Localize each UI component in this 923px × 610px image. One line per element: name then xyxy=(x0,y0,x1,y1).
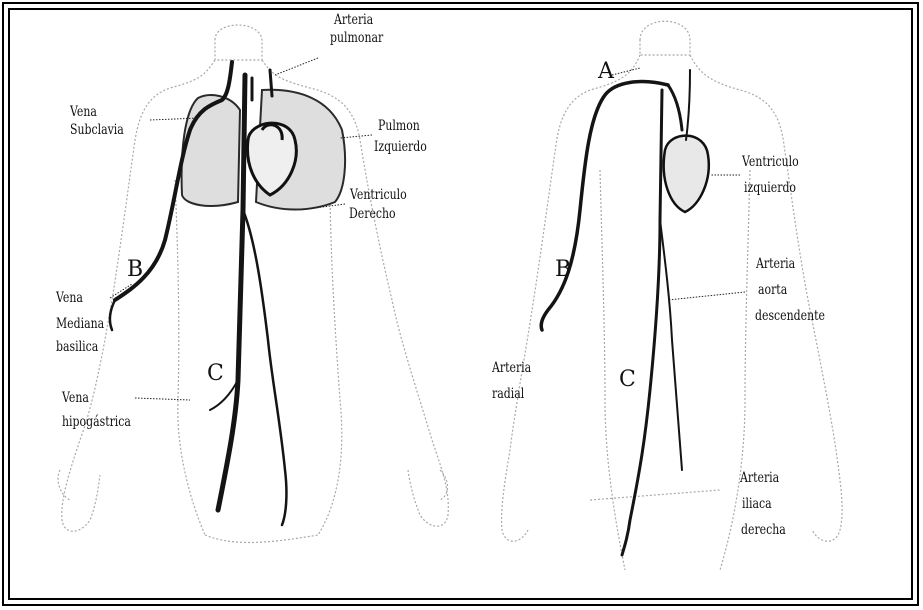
label-ventriculo-izquierdo-line2: izquierdo xyxy=(744,180,796,197)
label-ventriculo-izquierdo-line1: Ventriculo xyxy=(742,154,799,171)
label-pulmon-izquierdo-line2: Izquierdo xyxy=(374,139,427,156)
left-body-outline xyxy=(58,25,448,543)
label-vena-subclavia-line1: Vena xyxy=(70,104,97,121)
letter-b-right: B xyxy=(555,258,571,282)
right-body-outline xyxy=(502,21,843,570)
label-vena-mediana-line2: Mediana xyxy=(56,316,104,333)
label-arteria-aorta-line2: aorta xyxy=(758,282,787,299)
label-vena-mediana-line3: basilica xyxy=(56,339,98,356)
label-arteria-aorta-line1: Arteria xyxy=(756,256,795,273)
letter-a-right: A xyxy=(598,60,614,84)
label-arteria-pulmonar-line2: pulmonar xyxy=(330,30,383,47)
label-arteria-iliaca-line3: derecha xyxy=(741,522,786,539)
letter-c-left: C xyxy=(207,362,224,386)
label-vena-mediana-line1: Vena xyxy=(56,290,83,307)
label-pulmon-izquierdo-line1: Pulmon xyxy=(378,118,420,135)
label-arteria-radial-line2: radial xyxy=(492,386,524,403)
label-vena-subclavia-line2: Subclavia xyxy=(70,122,124,139)
label-ventriculo-derecho-line1: Ventriculo xyxy=(350,187,407,204)
label-ventriculo-derecho-line2: Derecho xyxy=(349,206,396,223)
label-vena-hipogastrica-line1: Vena xyxy=(62,390,89,407)
label-arteria-pulmonar-line1: Arteria xyxy=(334,12,373,29)
label-arteria-iliaca-line2: iliaca xyxy=(742,496,772,513)
letter-c-right: C xyxy=(619,368,636,392)
left-ventricle-heart xyxy=(664,136,709,212)
label-vena-hipogastrica-line2: hipogástrica xyxy=(62,414,131,431)
letter-b-left: B xyxy=(127,258,143,282)
label-arteria-aorta-line3: descendente xyxy=(755,308,825,325)
label-arteria-radial-line1: Arteria xyxy=(492,360,531,377)
label-arteria-iliaca-line1: Arteria xyxy=(740,470,779,487)
